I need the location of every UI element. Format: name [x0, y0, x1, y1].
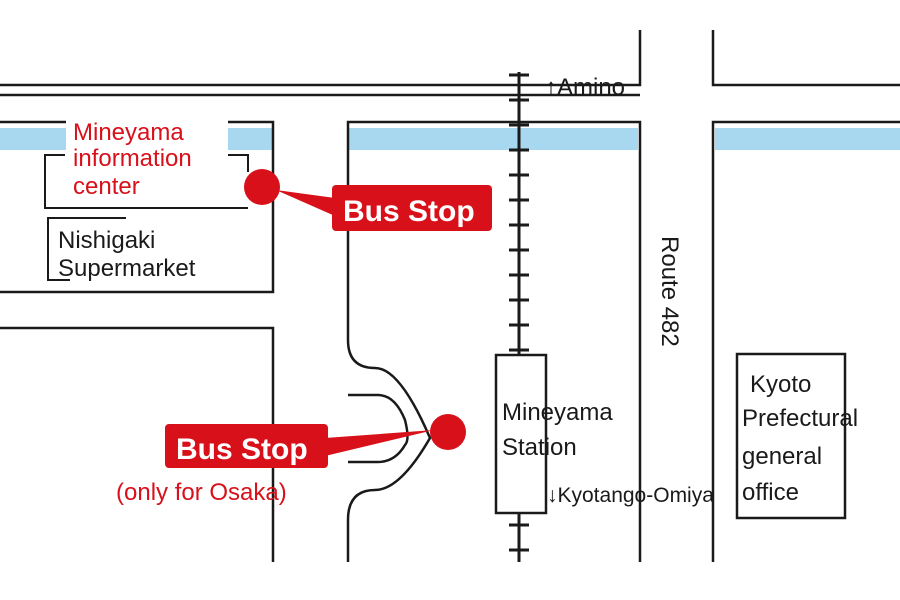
bus-stop-marker[interactable] — [244, 169, 280, 205]
river — [715, 128, 900, 150]
station-building — [494, 353, 548, 515]
river — [348, 128, 638, 150]
bus-stop-marker[interactable] — [430, 414, 466, 450]
bus-stop-label: Bus Stop — [343, 195, 475, 228]
bus-stop-pointer — [276, 190, 335, 216]
route-label: Route 482 — [656, 236, 683, 347]
prefectural-office-label: Prefectural — [742, 405, 858, 432]
info-center-outline — [44, 154, 249, 209]
info-center-label: center — [73, 173, 140, 200]
kyotango-label: ↓Kyotango-Omiya — [547, 484, 714, 507]
supermarket-outline — [47, 217, 126, 281]
road-network — [0, 30, 900, 562]
railway — [509, 72, 529, 562]
station-label: Station — [502, 434, 577, 461]
prefectural-office-outline — [735, 352, 847, 520]
bus-stop-badge[interactable] — [332, 185, 492, 231]
supermarket-label: Supermarket — [58, 255, 196, 282]
info-center-label: information — [73, 145, 192, 172]
prefectural-office-label: office — [742, 479, 799, 506]
station-label: Mineyama — [502, 399, 613, 426]
bus-stop-note: (only for Osaka) — [116, 479, 287, 506]
bus-stop-badge[interactable] — [165, 424, 328, 468]
prefectural-office-label: general — [742, 443, 822, 470]
bus-stop-1[interactable]: Bus Stop — [244, 169, 492, 231]
bus-stop-label: Bus Stop — [176, 433, 308, 466]
bus-stop-pointer — [325, 430, 434, 456]
info-center-label-bg — [66, 118, 228, 202]
bus-stop-2[interactable]: Bus Stop (only for Osaka) — [116, 414, 466, 506]
amino-label: ↑Amino — [545, 74, 625, 101]
supermarket-label: Nishigaki — [58, 227, 155, 254]
prefectural-office-label: Kyoto — [750, 371, 811, 398]
info-center-label: Mineyama — [73, 119, 184, 146]
